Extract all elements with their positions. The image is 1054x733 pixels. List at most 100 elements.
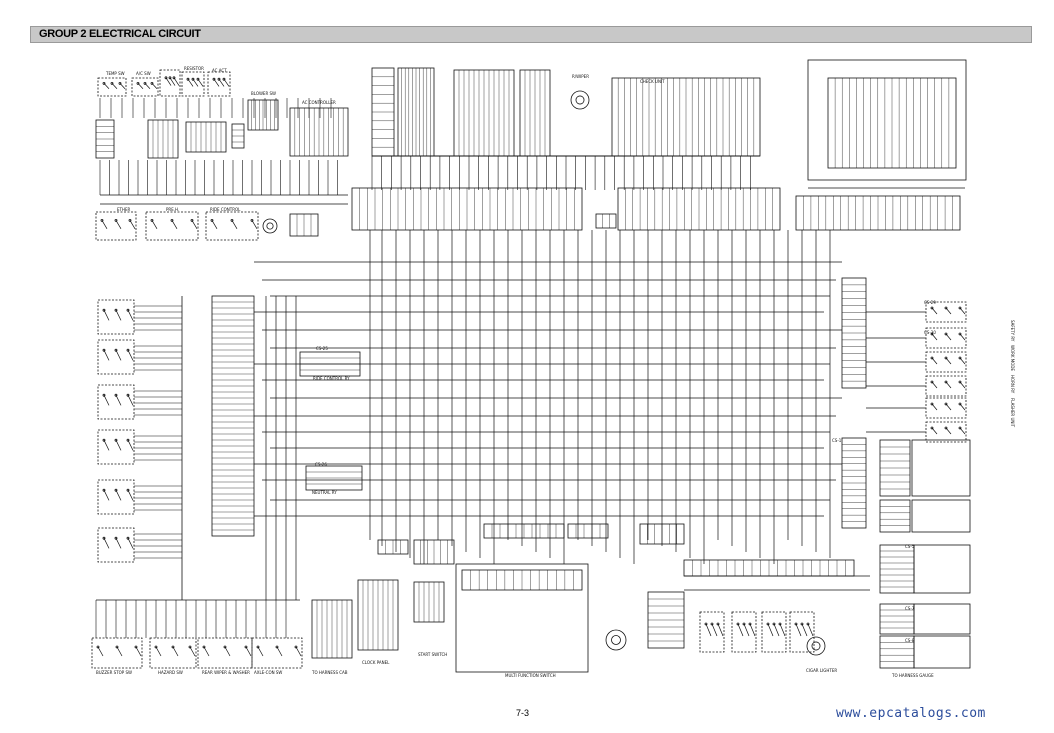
rear-wiper-motor — [570, 90, 590, 110]
label-clock-panel: CLOCK PANEL — [362, 660, 390, 665]
gauge-connector-b — [879, 499, 911, 533]
switch-terminal — [171, 645, 175, 649]
right-relay-4 — [925, 375, 967, 397]
right-relay-6 — [925, 421, 967, 443]
switch-terminal — [930, 426, 934, 430]
switch-contact — [103, 395, 110, 406]
switch-terminal — [100, 218, 104, 222]
switch-contact — [295, 646, 302, 657]
left-rocker-switch-3 — [97, 384, 135, 420]
switch-contact — [767, 623, 774, 637]
switch-terminal — [136, 82, 140, 85]
lower-switch-1 — [699, 611, 725, 653]
switch-terminal — [800, 622, 804, 626]
label-work-mode: WORK MODE — [1010, 345, 1015, 371]
label-cs29: CS-29 — [924, 300, 936, 305]
switch-terminal — [102, 438, 106, 442]
switch-contact — [103, 490, 110, 501]
switch-terminal — [114, 348, 118, 352]
switch-contact — [213, 79, 220, 87]
switch-terminal — [115, 645, 119, 649]
switch-contact — [245, 646, 252, 657]
label-rear-wiper-washer: REAR WIPER & WASHER — [202, 670, 250, 675]
switch-terminal — [230, 218, 234, 222]
switch-contact — [807, 623, 814, 637]
switch-contact — [717, 623, 724, 637]
switch-terminal — [958, 332, 962, 336]
switch-contact — [165, 77, 172, 86]
switch-contact — [127, 310, 134, 321]
front-wiper-motor-core — [611, 635, 621, 645]
switch-terminal — [772, 622, 776, 626]
label-cs8: CS-8 — [905, 638, 915, 643]
switch-contact — [223, 79, 230, 87]
label-blower-sw: BLOWER SW — [251, 91, 276, 96]
label-horn-ry: HORN RY — [1010, 375, 1015, 394]
switch-contact — [103, 538, 110, 549]
switch-terminal — [114, 308, 118, 312]
switch-terminal — [944, 332, 948, 336]
switch-terminal — [114, 536, 118, 540]
switch-terminal — [150, 82, 154, 85]
switch-contact — [127, 538, 134, 549]
switch-terminal — [766, 622, 770, 626]
switch-terminal — [210, 218, 214, 222]
switch-terminal — [778, 622, 782, 626]
switch-terminal — [958, 426, 962, 430]
bottom-switch-4 — [251, 637, 303, 669]
switch-terminal — [222, 77, 226, 81]
switch-terminal — [794, 622, 798, 626]
switch-terminal — [944, 356, 948, 360]
switch-contact — [115, 538, 122, 549]
switch-contact — [211, 220, 218, 229]
switch-terminal — [154, 645, 158, 649]
switch-terminal — [118, 82, 122, 85]
switch-contact — [151, 220, 158, 229]
label-cigar-lighter: CIGAR LIGHTER — [806, 668, 837, 673]
cigar-lighter-element-core — [811, 641, 821, 651]
label-hazard-sw: HAZARD SW — [158, 670, 183, 675]
switch-terminal — [102, 348, 106, 352]
switch-contact — [276, 646, 283, 657]
switch-terminal — [190, 218, 194, 222]
switch-terminal — [168, 76, 172, 80]
switch-contact — [749, 623, 756, 637]
left-rocker-switch-5 — [97, 479, 135, 515]
switch-terminal — [196, 77, 200, 81]
switch-terminal — [188, 645, 192, 649]
switch-terminal — [126, 488, 130, 492]
right-relay-1 — [925, 301, 967, 323]
harness-splice — [595, 213, 617, 229]
front-wiper-motor — [605, 629, 627, 651]
switch-contact — [231, 220, 238, 229]
switch-terminal — [958, 356, 962, 360]
switch-terminal — [170, 218, 174, 222]
right-relay-2 — [925, 327, 967, 349]
ac-switch — [131, 77, 159, 97]
label-resistor: RESISTOR — [184, 66, 204, 71]
cigar-lighter-element — [806, 636, 826, 656]
switch-contact — [779, 623, 786, 637]
switch-terminal — [944, 402, 948, 406]
gauge-legend-e — [913, 635, 971, 669]
label-temp-sw: TEMP SW — [105, 71, 125, 76]
switch-contact — [115, 350, 122, 361]
switch-terminal — [102, 536, 106, 540]
switch-contact — [171, 220, 178, 229]
switch-terminal — [748, 622, 752, 626]
section-header-bar: GROUP 2 ELECTRICAL CIRCUIT — [30, 26, 1032, 43]
switch-terminal — [191, 77, 195, 81]
switch-terminal — [944, 306, 948, 310]
label-ac-sw: A/C SW — [136, 71, 151, 76]
switch-terminal — [944, 380, 948, 384]
switch-contact — [197, 79, 204, 87]
label-cs26: CS-26 — [315, 462, 327, 467]
switch-contact — [103, 350, 110, 361]
switch-terminal — [110, 82, 114, 85]
label-cs1: CS-1 — [832, 438, 842, 443]
label-neutral-ry: NEUTRAL RY — [312, 490, 337, 495]
switch-contact — [129, 220, 136, 229]
resistor-block — [181, 71, 205, 97]
gauge-legend-a — [911, 439, 971, 497]
right-relay-3 — [925, 351, 967, 373]
